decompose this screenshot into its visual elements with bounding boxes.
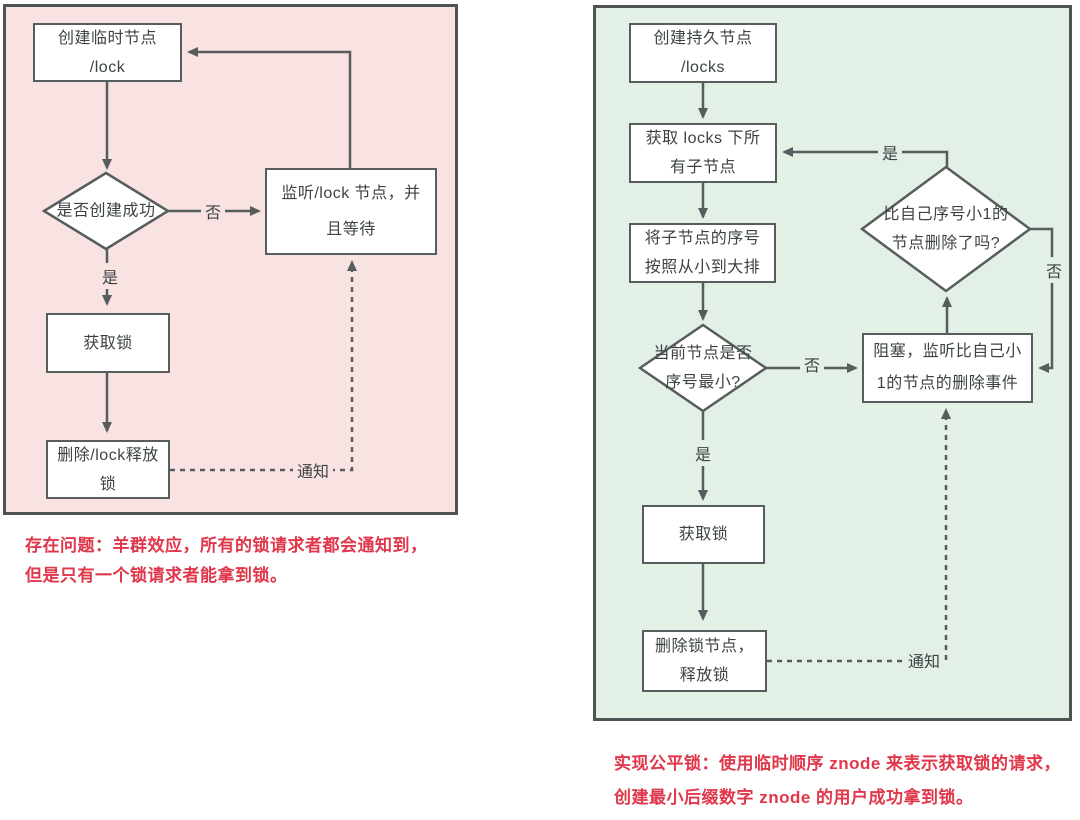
node-text-line: 获取 locks 下所: [645, 130, 761, 147]
node-text-line: 将子节点的序号: [644, 230, 761, 247]
caption-line: 存在问题：羊群效应，所有的锁请求者都会通知到，: [25, 536, 428, 555]
node-text-line: 1的节点的删除事件: [876, 375, 1019, 392]
node-text-line: /lock: [89, 58, 126, 76]
node-text-line: 比自己序号小1的: [883, 206, 1009, 223]
node-text-line: 删除/lock释放: [57, 446, 159, 464]
node-acquire-lock-left: 获取锁: [46, 313, 170, 373]
node-text-line: 有子节点: [669, 159, 736, 176]
caption-line: 但是只有一个锁请求者能拿到锁。: [25, 566, 288, 585]
edge-label-notify-right: 通知: [903, 647, 945, 673]
node-create-temp-lock: 创建临时节点 /lock: [33, 23, 182, 82]
node-text-line: 删除锁节点，: [654, 638, 754, 655]
edge-label-yes-loop: 是: [877, 139, 903, 165]
node-text-line: 监听/lock 节点，并: [281, 184, 421, 202]
decision-is-smallest-text: 当前节点是否 序号最小?: [653, 339, 752, 397]
node-sort-children: 将子节点的序号 按照从小到大排: [629, 223, 776, 283]
node-text-line: 且等待: [326, 220, 376, 238]
caption-line: 创建最小后缀数字 znode 的用户成功拿到锁。: [614, 788, 974, 807]
fair-lock-caption: 实现公平锁：使用临时顺序 znode 来表示获取锁的请求， 创建最小后缀数字 z…: [614, 747, 1061, 815]
edge-label-no-wait: 否: [1041, 257, 1067, 283]
edge-label-no-block: 否: [799, 351, 825, 377]
node-release-lock-right: 删除锁节点， 释放锁: [642, 630, 767, 692]
node-text-line: /locks: [681, 59, 725, 76]
node-create-persistent-locks: 创建持久节点 /locks: [629, 23, 777, 83]
node-get-children: 获取 locks 下所 有子节点: [629, 123, 777, 183]
node-text-line: 序号最小?: [665, 374, 741, 391]
node-text-line: 当前节点是否: [653, 345, 753, 362]
node-text-line: 节点删除了吗?: [891, 235, 1001, 252]
node-text-line: 创建持久节点: [653, 30, 753, 47]
caption-line: 实现公平锁：使用临时顺序 znode 来表示获取锁的请求，: [614, 754, 1062, 773]
decision-prev-deleted-text: 比自己序号小1的 节点删除了吗?: [884, 200, 1009, 258]
node-text-line: 创建临时节点: [57, 29, 157, 47]
edge-label-yes-acquire: 是: [690, 440, 716, 466]
edge-label-notify: 通知: [292, 457, 334, 483]
node-text-line: 锁: [99, 475, 117, 493]
node-release-lock-left: 删除/lock释放 锁: [46, 440, 170, 499]
node-text-line: 释放锁: [679, 667, 730, 684]
edge-label-no: 否: [200, 198, 226, 224]
node-text-line: 获取锁: [678, 526, 729, 543]
node-listen-lock: 监听/lock 节点，并 且等待: [265, 168, 437, 255]
node-block-listen-prev: 阻塞，监听比自己小 1的节点的删除事件: [862, 333, 1033, 403]
node-text-line: 按照从小到大排: [644, 259, 761, 276]
node-text-line: 是否创建成功: [56, 202, 156, 220]
node-acquire-lock-right: 获取锁: [642, 505, 765, 564]
edge-label-yes: 是: [97, 263, 123, 289]
decision-create-success-text: 是否创建成功: [56, 197, 155, 226]
node-text-line: 阻塞，监听比自己小: [873, 343, 1022, 360]
herd-effect-caption: 存在问题：羊群效应，所有的锁请求者都会通知到， 但是只有一个锁请求者能拿到锁。: [25, 531, 428, 591]
node-text-line: 获取锁: [83, 334, 133, 352]
